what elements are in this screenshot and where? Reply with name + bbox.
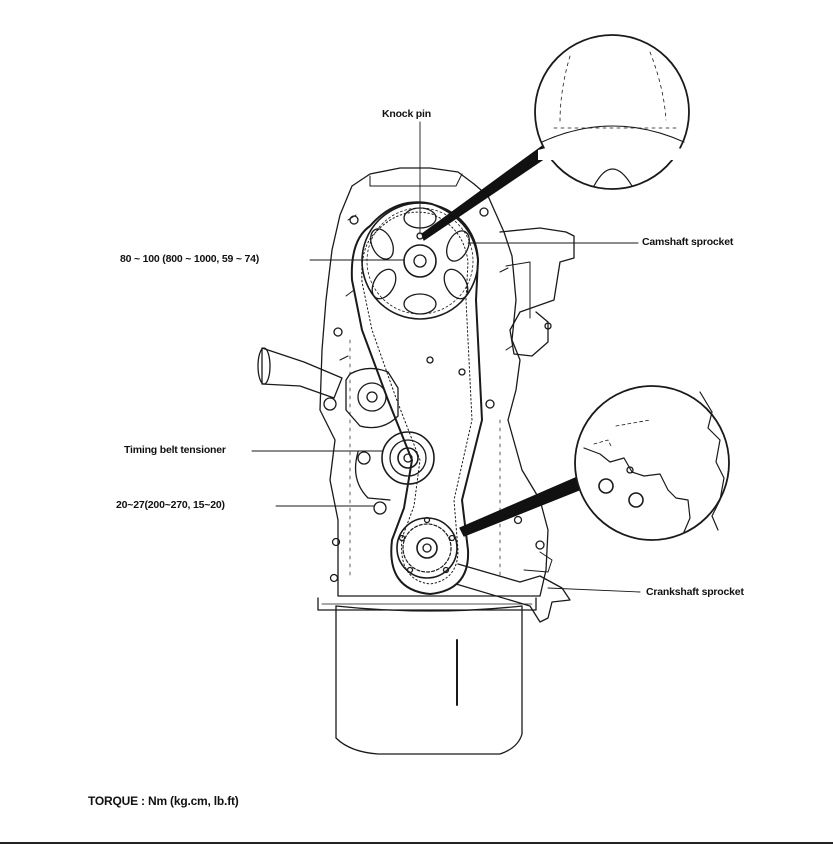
camshaft-torque-label: 80 ~ 100 (800 ~ 1000, 59 ~ 74) xyxy=(120,253,260,265)
camshaft-sprocket-label: Camshaft sprocket xyxy=(642,236,734,248)
tensioner-label: Timing belt tensioner xyxy=(124,444,226,456)
oil-pan xyxy=(317,597,537,611)
right-bracket xyxy=(499,227,575,357)
oil-filter xyxy=(335,605,523,755)
footer-rule xyxy=(0,842,833,844)
water-pipe xyxy=(257,347,343,399)
tensioner-torque-label: 20~27(200~270, 15~20) xyxy=(116,499,225,511)
torque-units-caption: TORQUE : Nm (kg.cm, lb.ft) xyxy=(88,794,239,808)
engine-block xyxy=(319,167,549,597)
timing-belt xyxy=(350,201,483,595)
crankshaft-sprocket xyxy=(396,516,458,579)
crankshaft-bolt xyxy=(455,540,571,623)
knock-pin-detail xyxy=(421,34,690,241)
leader-lines xyxy=(251,121,641,593)
crankshaft-detail xyxy=(459,385,730,541)
tensioner-pulley xyxy=(354,431,435,515)
crankshaft-sprocket-label: Crankshaft sprocket xyxy=(646,586,744,598)
knock-pin-label: Knock pin xyxy=(382,108,431,120)
